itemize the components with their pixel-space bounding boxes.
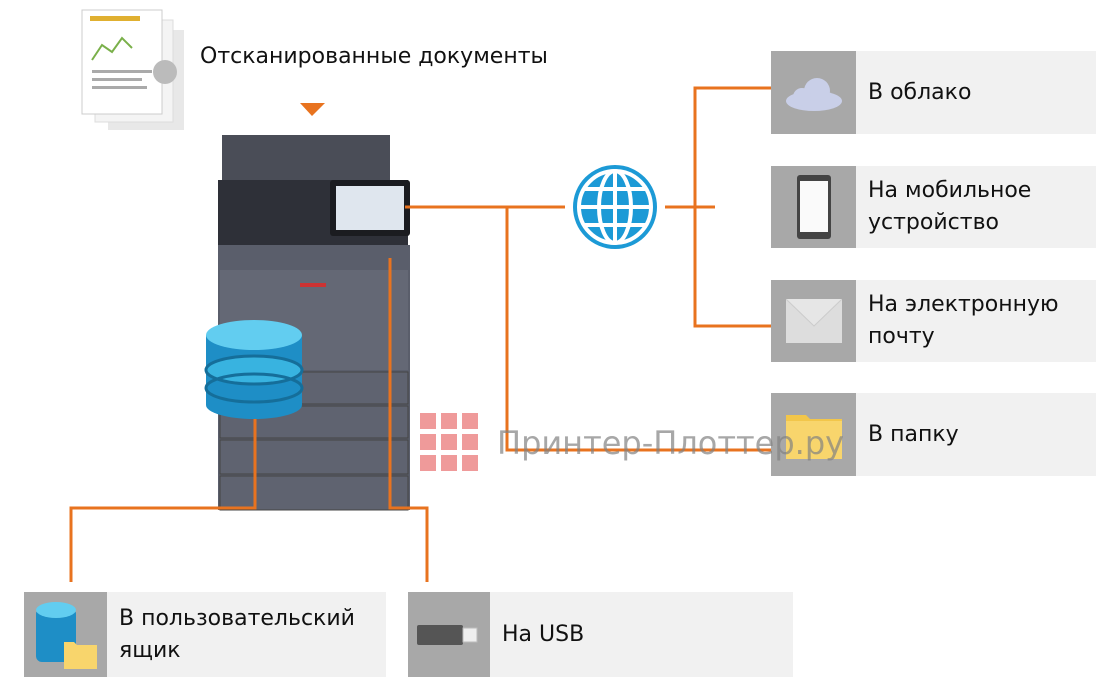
- folder-icon: [771, 393, 856, 476]
- database-folder-icon: [24, 592, 107, 677]
- destination-label: В папку: [868, 421, 959, 447]
- destination-label: В облако: [868, 79, 972, 105]
- destination-label: На электронную почту: [868, 292, 1059, 349]
- cloud-icon: [771, 51, 856, 134]
- envelope-icon: [771, 280, 856, 362]
- watermark-logo: [420, 413, 478, 471]
- destination-label: На мобильное устройство: [868, 178, 1032, 235]
- destination-mobile: На мобильное устройство: [771, 166, 1096, 248]
- database-icon: [204, 320, 304, 419]
- smartphone-icon: [771, 166, 856, 248]
- destination-cloud: В облако: [771, 51, 1096, 134]
- destination-label: На USB: [502, 621, 585, 647]
- destination-folder: В папку: [771, 393, 1096, 476]
- watermark-text: Принтер-Плоттер.ру: [497, 424, 845, 462]
- connector-lines: [69, 86, 771, 582]
- documents-icon: [81, 9, 184, 130]
- destination-usb: На USB: [408, 592, 793, 677]
- destination-label: В пользовательский ящик: [119, 605, 355, 663]
- usb-drive-icon: [408, 592, 490, 677]
- globe-icon: [573, 165, 657, 249]
- down-arrow-icon: [300, 103, 325, 116]
- destination-email: На электронную почту: [771, 280, 1096, 362]
- page-title: Отсканированные документы: [200, 44, 548, 69]
- destination-user-box: В пользовательский ящик: [24, 592, 386, 677]
